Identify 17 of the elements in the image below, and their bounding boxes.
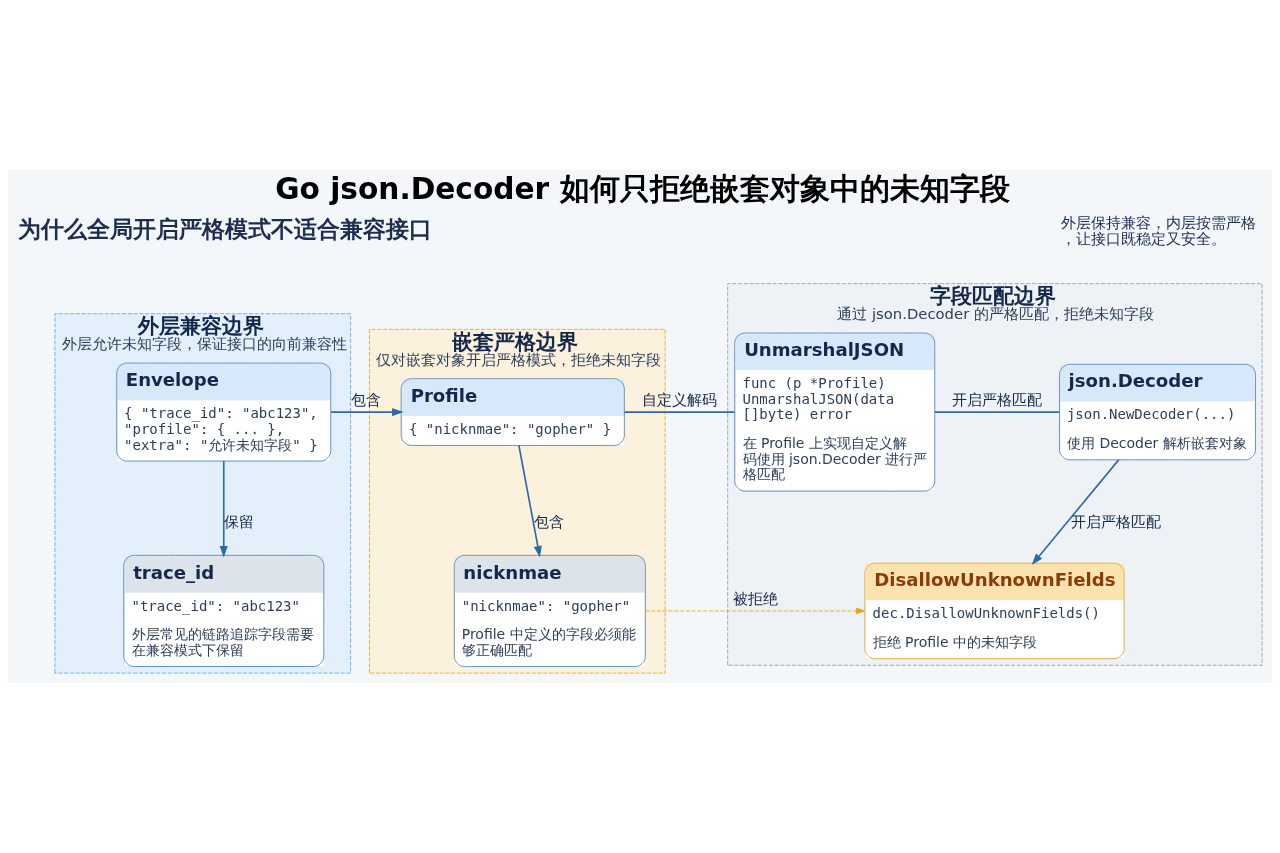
edge-label: 包含 [351, 391, 381, 409]
arrow [1031, 459, 1120, 566]
connector [623, 411, 736, 413]
edge-label: 开启严格匹配 [1070, 512, 1161, 530]
edge-label: 自定义解码 [642, 391, 718, 409]
arrow [219, 460, 228, 558]
edge-label: 包含 [534, 512, 565, 530]
arrow [645, 607, 866, 615]
diagram-title: Go json.Decoder 如何只拒绝嵌套对象中的未知字段 [275, 171, 1010, 207]
edge-label: 开启严格匹配 [952, 391, 1043, 409]
label: 外层保持兼容，内层按需严格，让接口既稳定又安全。 [1060, 213, 1256, 248]
edge-label: 保留 [223, 512, 254, 530]
label: 为什么全局开启严格模式不适合兼容接口 [17, 216, 432, 243]
arrow [330, 408, 404, 417]
edge-label: 被拒绝 [732, 589, 778, 607]
arrow [518, 444, 542, 558]
connector [934, 411, 1061, 413]
